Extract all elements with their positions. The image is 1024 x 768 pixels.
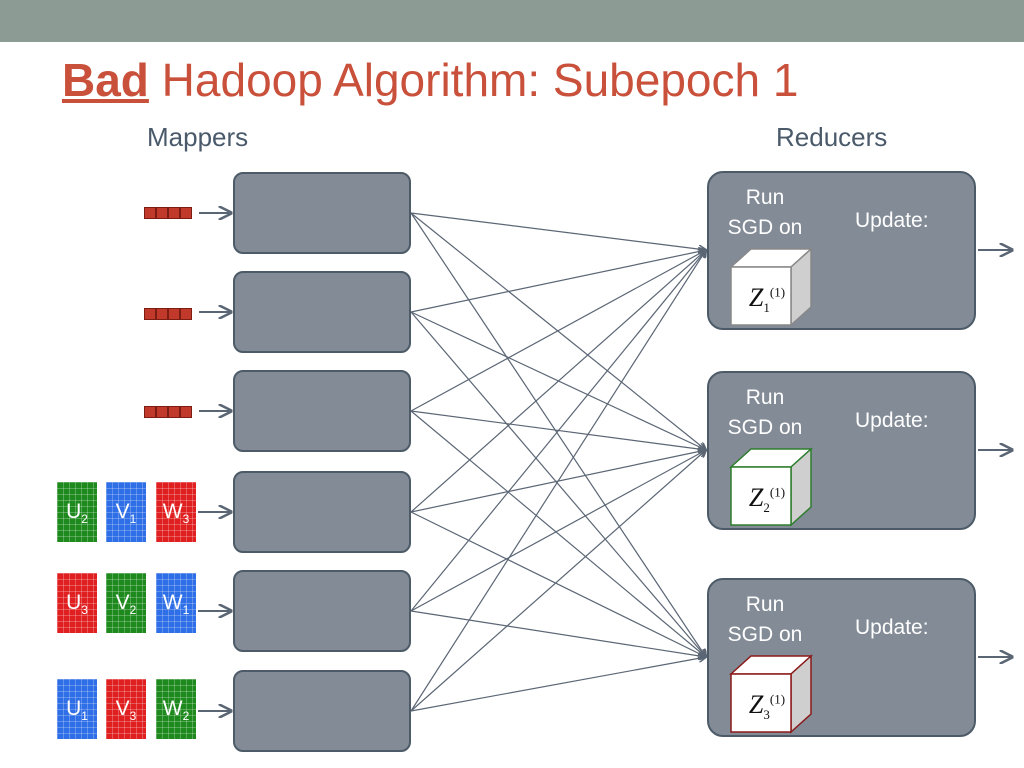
wire-mapper5-reducer2 — [410, 450, 706, 612]
wire-mapper6-reducer3 — [410, 657, 706, 712]
matrix-block-u3: U3 — [57, 573, 97, 633]
title-rest: Hadoop Algorithm: Subepoch 1 — [148, 54, 799, 106]
sgd-on-line: SGD on — [727, 416, 803, 439]
matrix-block-v1: V1 — [106, 482, 146, 542]
matrix-block-w2: W2 — [156, 679, 196, 739]
wire-mapper3-reducer1 — [410, 250, 706, 412]
reducer-box-2: Run SGD on Update: Z2(1) — [707, 371, 976, 530]
sgd-on-line: SGD on — [727, 216, 803, 239]
wire-mapper4-reducer1 — [410, 250, 706, 513]
z-label: Z3(1) — [748, 690, 786, 723]
mapper-box-3 — [233, 370, 411, 452]
mapper-box-1 — [233, 172, 411, 254]
wire-mapper3-reducer3 — [410, 410, 706, 657]
cube-icon — [729, 447, 813, 527]
cube-icon — [729, 654, 813, 734]
wire-mapper6-reducer1 — [410, 250, 706, 712]
run-line: Run — [745, 593, 785, 616]
wire-mapper5-reducer1 — [410, 250, 706, 612]
run-sgd-label: Run SGD on — [709, 183, 821, 243]
update-label: Update: — [855, 616, 929, 639]
top-bar — [0, 0, 1024, 42]
z-label: Z2(1) — [748, 483, 786, 516]
z-label: Z1(1) — [748, 283, 786, 316]
wire-mapper2-reducer3 — [410, 311, 706, 657]
run-line: Run — [745, 186, 785, 209]
matrix-block-v2: V2 — [106, 573, 146, 633]
wire-mapper1-reducer3 — [410, 212, 706, 657]
data-block-input-1 — [144, 207, 196, 219]
reducer-box-3: Run SGD on Update: Z3(1) — [707, 578, 976, 737]
run-sgd-label: Run SGD on — [709, 383, 821, 443]
reducers-label: Reducers — [776, 122, 888, 152]
mapper-box-5 — [233, 570, 411, 652]
sgd-on-line: SGD on — [727, 623, 803, 646]
cube-icon — [729, 247, 813, 327]
mapper-box-6 — [233, 670, 411, 752]
mapper-box-2 — [233, 271, 411, 353]
matrix-block-u2: U2 — [57, 482, 97, 542]
slide-title: Bad Hadoop Algorithm: Subepoch 1 — [62, 50, 798, 110]
update-label: Update: — [855, 209, 929, 232]
matrix-block-u1: U1 — [57, 679, 97, 739]
wire-mapper1-reducer1 — [410, 212, 706, 250]
wire-mapper5-reducer3 — [410, 610, 706, 657]
matrix-block-v3: V3 — [106, 679, 146, 739]
wire-mapper1-reducer2 — [410, 212, 706, 450]
wire-mapper2-reducer1 — [410, 250, 706, 313]
update-label: Update: — [855, 409, 929, 432]
mappers-label: Mappers — [147, 122, 249, 152]
title-bad: Bad — [62, 54, 149, 106]
reducer-box-1: Run SGD on Update: Z1(1) — [707, 171, 976, 330]
matrix-block-w1: W1 — [156, 573, 196, 633]
wire-mapper4-reducer3 — [410, 511, 706, 657]
run-line: Run — [745, 386, 785, 409]
data-block-input-2 — [144, 308, 196, 320]
matrix-block-w3: W3 — [156, 482, 196, 542]
data-block-input-3 — [144, 406, 196, 418]
run-sgd-label: Run SGD on — [709, 590, 821, 650]
wire-mapper6-reducer2 — [410, 450, 706, 712]
mapper-box-4 — [233, 471, 411, 553]
